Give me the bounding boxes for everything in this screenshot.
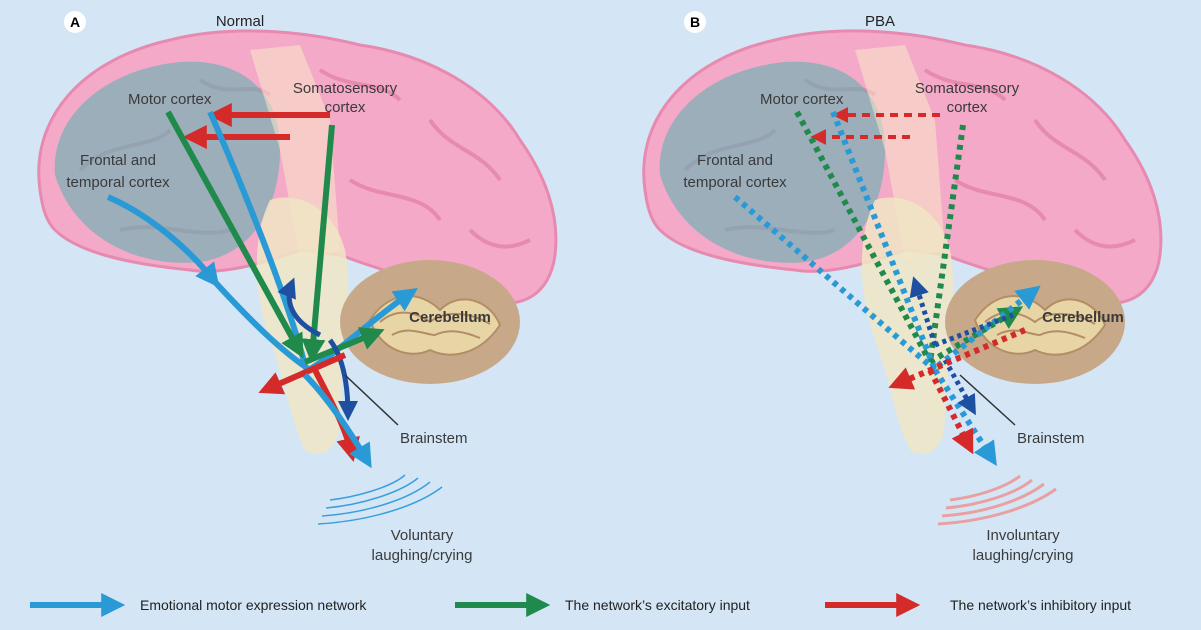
panel-b-label-somato-2: cortex	[947, 99, 988, 116]
panel-b-label-output-2: laughing/crying	[973, 547, 1074, 564]
panel-a-arrow-blue-frontal-stem	[212, 279, 312, 373]
panel-a-letter-badge	[64, 11, 86, 33]
panel-a-label-frontal-2: temporal cortex	[66, 174, 170, 191]
panel-b-label-motor: Motor cortex	[760, 91, 844, 108]
panel-b-letter: B	[690, 14, 700, 30]
panel-b-label-somato-1: Somatosensory	[915, 80, 1020, 97]
panel-b: B PBA Motor cortex Somatosensory cortex	[641, 11, 1163, 564]
panel-a-label-output-1: Voluntary	[391, 527, 454, 544]
panel-b-arrow-blue-cerebellum	[928, 285, 1041, 375]
panel-b-arrow-red-down	[927, 368, 974, 455]
legend: Emotional motor expression network The n…	[30, 593, 1131, 617]
panel-a-label-brainstem: Brainstem	[400, 430, 468, 447]
panel-a-arrow-darkblue-down	[327, 338, 358, 421]
legend-label-inhibitory: The network’s inhibitory input	[950, 597, 1131, 613]
panel-b-label-frontal-2: temporal cortex	[683, 174, 787, 191]
panel-a-label-cerebellum: Cerebellum	[409, 309, 491, 326]
panel-b-arrow-green-motor	[794, 110, 933, 364]
panel-a-arrow-blue-frontal	[106, 194, 220, 288]
panel-a-arrow-blue-down	[302, 372, 372, 469]
panel-a-arrow-darkblue-loop	[277, 277, 322, 338]
panel-a-arrow-red-left	[258, 352, 347, 395]
panel-a-label-output-2: laughing/crying	[372, 547, 473, 564]
panel-b-title: PBA	[865, 13, 895, 30]
panel-a-label-somato-2: cortex	[325, 99, 366, 116]
legend-label-emotional: Emotional motor expression network	[140, 597, 367, 613]
legend-label-excitatory: The network’s excitatory input	[565, 597, 750, 613]
panel-a-arrow-green-motor	[165, 110, 304, 359]
panel-a-letter: A	[70, 14, 80, 30]
panel-b-arrow-darkblue-right	[934, 312, 1014, 348]
panel-a-arrow-green-somato	[301, 124, 335, 364]
panel-a-label-frontal-1: Frontal and	[80, 152, 156, 169]
panel-a-title: Normal	[216, 13, 264, 30]
panel-b-label-cerebellum: Cerebellum	[1042, 309, 1124, 326]
panel-a-brainstem-pointer	[344, 374, 399, 426]
panel-b-arrow-darkblue-up	[909, 276, 938, 346]
panel-b-brainstem-pointer	[959, 374, 1016, 426]
panel-b-arrow-red-left	[888, 327, 1027, 390]
panel-b-label-frontal-1: Frontal and	[697, 152, 773, 169]
panel-b-label-brainstem: Brainstem	[1017, 430, 1085, 447]
panel-b-label-output-1: Involuntary	[986, 527, 1060, 544]
panel-b-arrow-blue-motor	[830, 110, 938, 372]
panel-b-arrow-darkblue-down	[942, 358, 976, 416]
panel-b-arrow-blue-frontal	[733, 194, 937, 373]
panel-a-label-somato-1: Somatosensory	[293, 80, 398, 97]
panel-a-sound-waves	[317, 474, 443, 525]
panel-b-sound-waves	[937, 474, 1057, 526]
panel-a-arrow-green-cerebellum	[303, 327, 385, 365]
panel-b-letter-badge	[684, 11, 706, 33]
panel-a: A Normal	[36, 11, 558, 564]
panel-a-label-motor: Motor cortex	[128, 91, 212, 108]
